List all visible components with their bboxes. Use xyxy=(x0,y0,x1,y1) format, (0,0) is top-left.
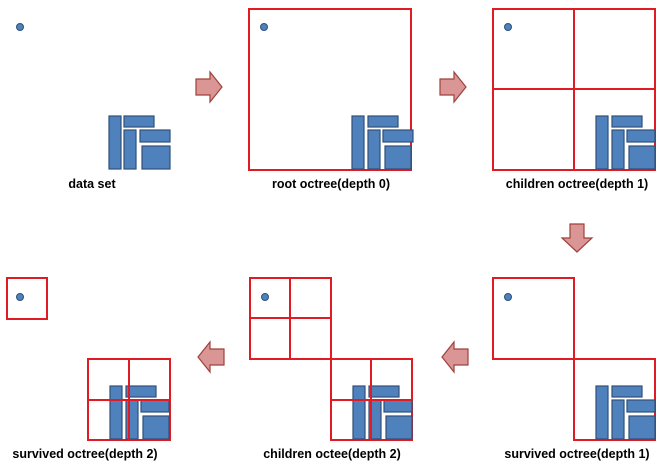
panel-children-depth1: children octree(depth 1) xyxy=(492,8,656,191)
caption-survived-depth1: survived octree(depth 1) xyxy=(504,447,649,461)
arrow-left-2 xyxy=(197,340,225,374)
panel-children-depth2: children octee(depth 2) xyxy=(249,277,413,461)
panel-root-octree: root octree(depth 0) xyxy=(248,8,414,191)
arrow-right-2 xyxy=(439,70,467,104)
arrow-right-1 xyxy=(195,70,223,104)
arrow-left-1 xyxy=(441,340,469,374)
data-cluster xyxy=(108,115,171,170)
caption-children-depth2: children octee(depth 2) xyxy=(263,447,401,461)
octree-node xyxy=(6,277,48,320)
octree-root-node xyxy=(248,8,412,171)
data-point xyxy=(16,23,24,31)
data-cluster xyxy=(109,385,170,440)
data-point xyxy=(504,293,512,301)
caption-children-depth1: children octree(depth 1) xyxy=(506,177,648,191)
caption-data-set: data set xyxy=(68,177,116,191)
data-point xyxy=(16,293,24,301)
data-cluster xyxy=(351,115,414,170)
octree-node xyxy=(492,277,575,360)
data-cluster xyxy=(595,385,656,440)
panel-survived-depth1: survived octree(depth 1) xyxy=(492,277,656,461)
arrow-down xyxy=(560,223,594,253)
data-cluster xyxy=(595,115,656,170)
caption-survived-depth2: survived octree(depth 2) xyxy=(12,447,157,461)
data-cluster xyxy=(352,385,413,440)
panel-data-set: data set xyxy=(16,23,171,191)
data-point xyxy=(260,23,268,31)
panel-survived-depth2: survived octree(depth 2) xyxy=(6,277,171,461)
caption-root-octree: root octree(depth 0) xyxy=(272,177,390,191)
data-point xyxy=(261,293,269,301)
data-point xyxy=(504,23,512,31)
